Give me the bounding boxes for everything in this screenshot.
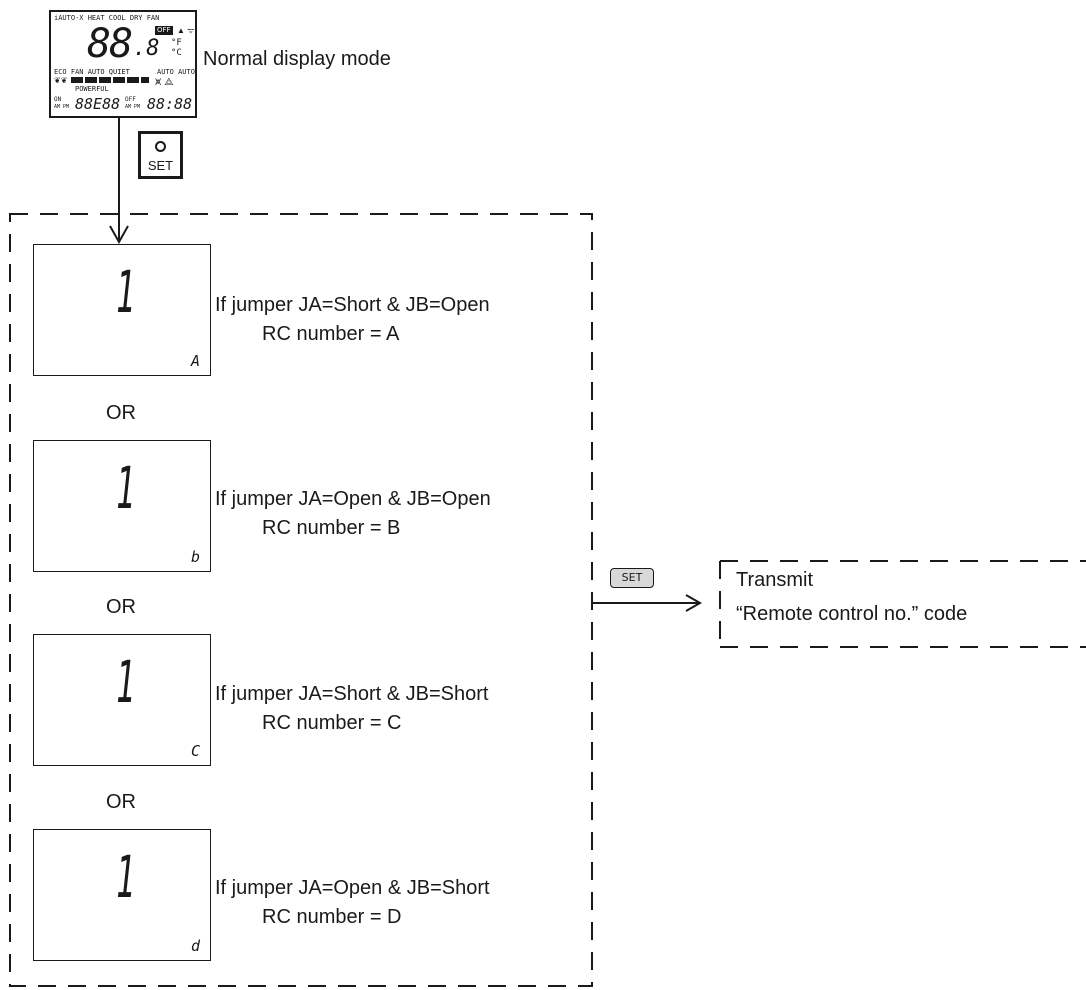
option-b-jumper: If jumper JA=Open & JB=Open — [215, 488, 491, 510]
lcd-timer-right: 88:88 — [147, 95, 193, 113]
lcd-timer-left: 88E88 — [75, 95, 121, 113]
rc-display-letter: d — [190, 937, 200, 955]
lcd-ampm-left: AM PM — [54, 104, 70, 110]
lcd-big-digits: 88 — [87, 21, 133, 67]
option-a-rc: RC number = A — [262, 323, 400, 345]
or-label: OR — [106, 402, 136, 424]
lcd-normal-display: iAUTO-X HEAT COOL DRY FAN 88 .8 OFF ▲ ᯤ … — [49, 10, 197, 118]
transmit-line2: “Remote control no.” code — [736, 603, 968, 625]
rc-display-letter: A — [190, 352, 200, 370]
option-c-rc: RC number = C — [262, 712, 402, 734]
transmit-line1: Transmit — [736, 569, 814, 591]
option-a-jumper: If jumper JA=Short & JB=Open — [215, 294, 490, 316]
lcd-small-digit: .8 — [133, 36, 160, 61]
rc-display-letter: C — [190, 742, 200, 760]
set-small-button[interactable]: SET — [610, 568, 654, 588]
lcd-ampm-right: AM PM — [125, 104, 141, 110]
circle-icon — [155, 141, 166, 152]
normal-mode-label: Normal display mode — [203, 48, 391, 70]
rc-display-digit: 1 — [116, 648, 136, 716]
lcd-off-badge: OFF — [155, 26, 173, 35]
option-c-jumper: If jumper JA=Short & JB=Short — [215, 683, 489, 705]
lcd-on-label: ON — [54, 96, 62, 103]
rc-display-d: 1 d — [33, 829, 211, 961]
set-button-label: SET — [147, 158, 174, 173]
lcd-modes-row: iAUTO-X HEAT COOL DRY FAN — [54, 14, 160, 22]
rc-display-digit: 1 — [116, 258, 136, 326]
option-b-rc: RC number = B — [262, 517, 401, 539]
rc-display-b: 1 b — [33, 440, 211, 572]
fan-speed-bar — [71, 77, 149, 83]
lcd-off-label: OFF — [125, 96, 136, 103]
swing-icon: ⩙ ⟁ — [155, 76, 175, 88]
lcd-fan-row: ECO FAN AUTO QUIET — [54, 68, 130, 76]
set-button[interactable]: SET — [138, 131, 183, 179]
leaf-icon: ❦❦ — [54, 76, 68, 85]
rc-display-letter: b — [190, 548, 200, 566]
option-d-rc: RC number = D — [262, 906, 402, 928]
lcd-unit-c: °C — [171, 48, 182, 58]
lcd-auto-row: AUTO AUTO — [157, 68, 195, 76]
or-label: OR — [106, 596, 136, 618]
rc-display-digit: 1 — [116, 454, 136, 522]
lcd-signal-icon: ▲ ᯤ — [177, 26, 195, 35]
or-label: OR — [106, 791, 136, 813]
lcd-powerful: POWERFUL — [75, 85, 109, 93]
lcd-unit-f: °F — [171, 38, 182, 48]
rc-display-a: 1 A — [33, 244, 211, 376]
rc-display-c: 1 C — [33, 634, 211, 766]
option-d-jumper: If jumper JA=Open & JB=Short — [215, 877, 490, 899]
rc-display-digit: 1 — [116, 843, 136, 911]
